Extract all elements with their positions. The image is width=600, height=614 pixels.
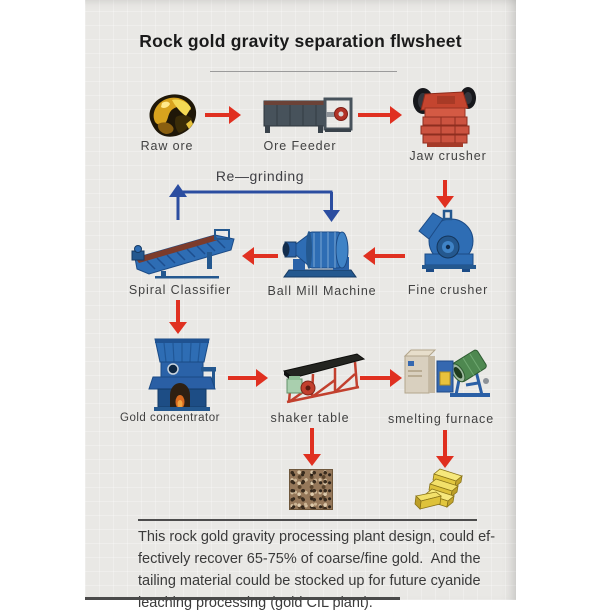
regrinding-label: Re—grinding: [215, 168, 305, 184]
shaker-table-label: shaker table: [270, 411, 350, 425]
raw-ore-image: [142, 91, 200, 139]
arrow-gold-concentrator-to-shaker-table: [228, 368, 268, 388]
arrow-shaker-table-to-smelting-furnace: [360, 368, 402, 388]
gold-concentrator-label: Gold concentrator: [120, 412, 220, 424]
smelting-furnace-image: [402, 341, 492, 401]
arrow-jaw-crusher-to-fine-crusher: [435, 180, 455, 208]
fine-crusher-label: Fine crusher: [407, 283, 489, 297]
arrow-spiral-classifier-to-gold-concentrator: [168, 300, 188, 334]
footer-line-4: leaching processing (gold CIL plant).: [138, 595, 373, 611]
page-title: Rock gold gravity separation flwsheet: [139, 31, 462, 51]
gold-bars-image: [414, 467, 468, 513]
jaw-crusher-image: [411, 84, 479, 148]
regrinding-return-path: [165, 184, 345, 224]
ball-mill-image: [281, 223, 359, 281]
arrow-ball-mill-to-spiral-classifier: [242, 246, 278, 266]
arrow-ore-feeder-to-jaw-crusher: [358, 105, 402, 125]
ball-mill-label: Ball Mill Machine: [267, 284, 377, 298]
shaker-table-image: [279, 347, 367, 407]
arrow-shaker-table-to-tailing-material: [302, 428, 322, 466]
flowsheet-diagram: Rock gold gravity separation flwsheet Ra…: [85, 0, 516, 611]
spiral-classifier-image: [131, 225, 239, 279]
spiral-classifier-label: Spiral Classifier: [128, 283, 232, 297]
bottom-edge-bar: [85, 597, 400, 600]
footer-line-2: fectively recover 65-75% of coarse/fine …: [138, 551, 481, 567]
arrow-smelting-furnace-to-gold-bars: [435, 430, 455, 468]
raw-ore-label: Raw ore: [140, 139, 194, 153]
arrow-raw-ore-to-ore-feeder: [205, 105, 241, 125]
footer-divider: [138, 519, 477, 521]
gold-concentrator-image: [146, 334, 218, 412]
jaw-crusher-label: Jaw crusher: [409, 149, 487, 163]
tailing-material-image: [289, 469, 333, 510]
footer-line-1: This rock gold gravity processing plant …: [138, 529, 496, 545]
smelting-furnace-label: smelting furnace: [387, 412, 495, 426]
ore-feeder-label: Ore Feeder: [263, 139, 337, 153]
fine-crusher-image: [416, 209, 478, 273]
footer-line-3: tailing material could be stocked up for…: [138, 573, 481, 589]
title-underline: [210, 71, 397, 72]
footer-description: This rock gold gravity processing plant …: [138, 526, 496, 614]
ore-feeder-image: [262, 94, 354, 136]
arrow-fine-crusher-to-ball-mill: [363, 246, 405, 266]
